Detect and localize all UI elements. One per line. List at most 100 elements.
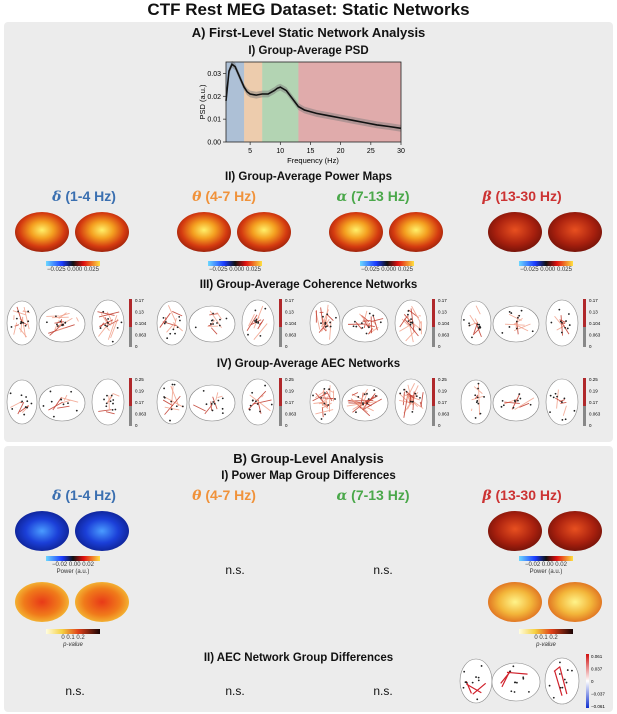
network-node [106,394,108,397]
network-edge [210,327,218,335]
network-colorbar [583,299,586,347]
network-node [399,392,402,395]
network-edge [406,383,415,399]
network-node [26,406,29,409]
colorbar-beta [519,261,573,266]
network-colorbar-tick: 0.063 [589,333,601,338]
network-edge [411,305,422,324]
network-node [164,320,167,323]
network-edge [204,404,213,415]
network-node [11,408,14,410]
network-node [510,312,513,314]
glass-brain-diff-2 [544,657,580,705]
network-node [30,402,33,405]
network-node [322,315,324,318]
network-node [361,326,364,329]
network-node [61,324,64,327]
network-colorbar-tick: 0.17 [285,400,294,405]
network-colorbar-tick: 0.17 [135,400,144,405]
cbar-ticks-alpha: −0.025 0.000 0.025 [361,267,413,273]
brain-left-beta-pvalue [488,582,542,622]
network-edge [556,325,566,331]
psd-y-label: PSD (a.u.) [198,84,207,120]
network-node [171,383,174,386]
diff-node [548,684,551,687]
network-edge [370,318,384,323]
network-node [211,409,214,412]
network-node [103,398,105,401]
diff-node [559,686,562,689]
network-edge [46,315,59,317]
network-edge [503,398,519,405]
network-edge [76,317,79,322]
network-node [20,320,23,323]
network-edge [407,398,414,410]
diff-colorbar-tick: 0.061 [591,654,603,659]
network-edge [163,395,184,408]
power-diff-title: I) Power Map Group Differences [221,470,396,482]
psd-bands [226,62,401,142]
network-edge [106,395,113,403]
power-maps-row [15,212,602,266]
network-edge [106,311,113,322]
network-edge [404,318,419,337]
network-edge [363,323,366,328]
network-node [564,418,567,421]
diff-node [512,665,515,668]
network-node [407,313,409,316]
network-node [326,325,328,328]
diff-colorbar [586,654,589,708]
diff-node [477,679,480,682]
network-node [202,389,205,392]
network-colorbar-tick: 0 [589,423,592,428]
network-edge [402,391,405,406]
network-node [219,318,221,321]
band-label-theta-a: θ (4-7 Hz) [192,188,256,205]
network-colorbar-tick: 0.19 [135,389,144,394]
diff-colorbar-tick: 0 [591,679,594,684]
network-node [320,322,322,325]
network-node [107,321,109,324]
brain-left-beta-diff [488,511,542,551]
psd-band-3 [298,62,401,142]
network-node [163,387,165,390]
network-edge [58,312,70,317]
network-node [323,402,326,405]
network-colorbar-tick: 0.17 [135,298,144,303]
network-node [515,327,518,330]
network-node [409,321,412,324]
network-node [355,411,357,414]
network-edge [554,315,562,325]
network-node [355,325,358,328]
network-node [99,327,102,330]
network-node [468,322,470,325]
network-colorbar-tick: 0.063 [438,412,450,417]
network-node [221,412,224,415]
network-colorbar-tick: 0.104 [438,321,450,326]
network-node [568,324,571,326]
network-edge [351,399,374,412]
network-edge [419,401,423,407]
diff-node [480,665,483,667]
network-edge [253,323,268,340]
band-label-delta-b: δ (1-4 Hz) [52,487,116,504]
network-node [324,323,327,325]
network-edge [318,401,326,405]
network-node [256,403,259,405]
power-diff-maps [15,511,602,634]
network-node [519,397,522,400]
network-node [411,321,414,324]
network-node [114,408,117,411]
network-colorbar-tick: 0.17 [285,298,294,303]
network-node [179,319,181,322]
network-node [163,396,166,398]
coherence-networks-row: 0.170.130.1040.06300.170.130.1040.06300.… [6,298,601,349]
network-node [479,326,482,329]
ns-power-theta: n.s. [225,563,245,577]
pvalue-label-delta: p-value [63,642,83,648]
network-node [170,408,173,411]
diff-node [522,676,525,679]
network-edge [323,327,327,332]
